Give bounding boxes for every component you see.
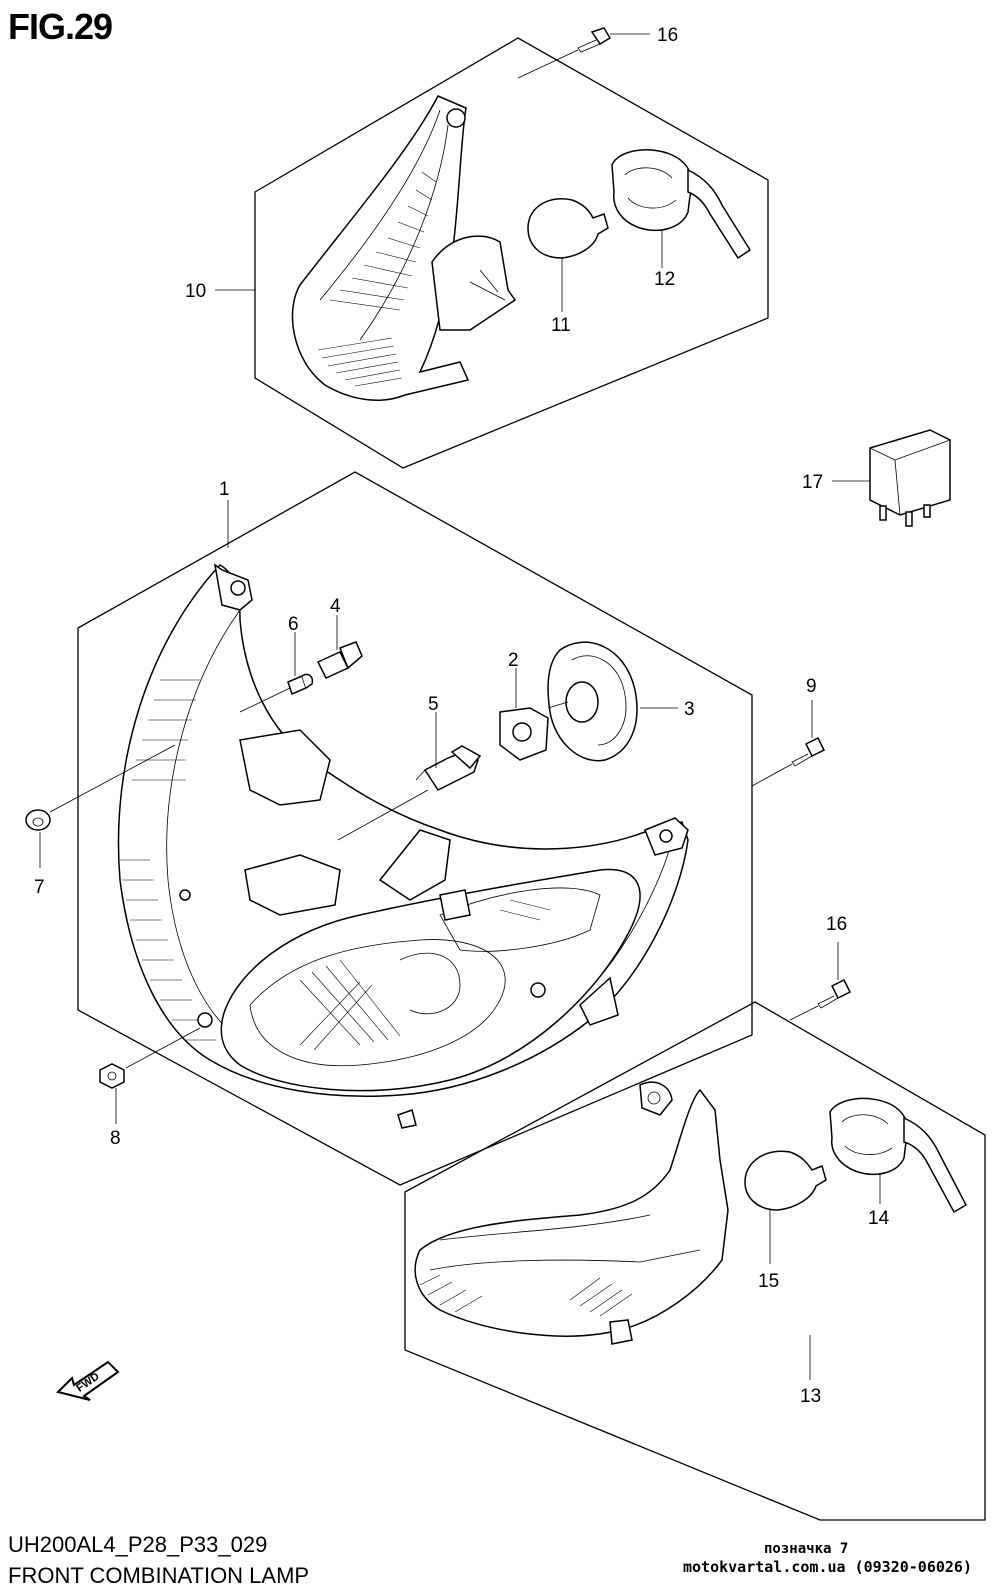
socket-4: 4 [316,596,363,679]
part-number-10: 10 [185,281,206,302]
part-number-16-lower: 16 [826,914,847,935]
part-number-8: 8 [110,1128,121,1149]
part-number-2: 2 [508,650,519,671]
nut-8: 8 [99,1027,201,1149]
figure-name: FRONT COMBINATION LAMP [8,1563,310,1588]
group-box-middle [77,471,753,1186]
headlamp-lens [220,868,641,1092]
turn-signal-lower-group: 13 15 14 [404,1001,986,1521]
part-number-12: 12 [654,269,675,290]
headlamp-group: 1 [77,471,753,1186]
forward-direction-arrow: FWD [56,1360,120,1401]
bulb-15 [744,1150,827,1211]
turn-signal-lens-lower [414,1088,729,1337]
part-number-11: 11 [551,315,571,336]
screw-16-lower: 16 [789,914,852,1021]
screw-16-upper: 16 [517,25,678,79]
part-number-1: 1 [219,479,230,500]
part-number-3: 3 [684,699,695,720]
part-number-15: 15 [758,1271,779,1292]
part-number-13: 13 [800,1386,821,1407]
turn-signal-lens-upper [291,95,470,401]
turn-signal-upper-group: 10 11 12 [185,37,769,469]
bulb-6: 6 [287,614,314,696]
part-number-4: 4 [330,596,341,617]
part-number-5: 5 [428,694,439,715]
part-number-14: 14 [868,1208,890,1229]
figure-title: FIG.29 [8,6,113,47]
part-number-6: 6 [288,614,299,635]
bulb-5: 5 [415,694,482,791]
socket-14 [829,1097,910,1176]
relay-17: 17 [802,429,951,527]
retainer-2: 2 [499,650,549,761]
part-number-17: 17 [802,472,823,493]
part-number-7: 7 [34,877,45,898]
group-box-upper [254,37,769,469]
part-number-9: 9 [806,676,817,697]
grommet-7: 7 [25,744,176,898]
screw-9: 9 [751,676,826,787]
figure-code: UH200AL4_P28_P33_029 [8,1532,268,1557]
group-box-lower [404,1001,986,1521]
dust-cover-3: 3 [547,641,695,762]
bulb-11 [527,198,609,259]
socket-12 [611,149,693,232]
part-number-16-top: 16 [657,25,678,46]
watermark-site: motokvartal.com.ua (09320-06026) [683,1558,972,1576]
watermark-note: позначка 7 [764,1541,849,1557]
